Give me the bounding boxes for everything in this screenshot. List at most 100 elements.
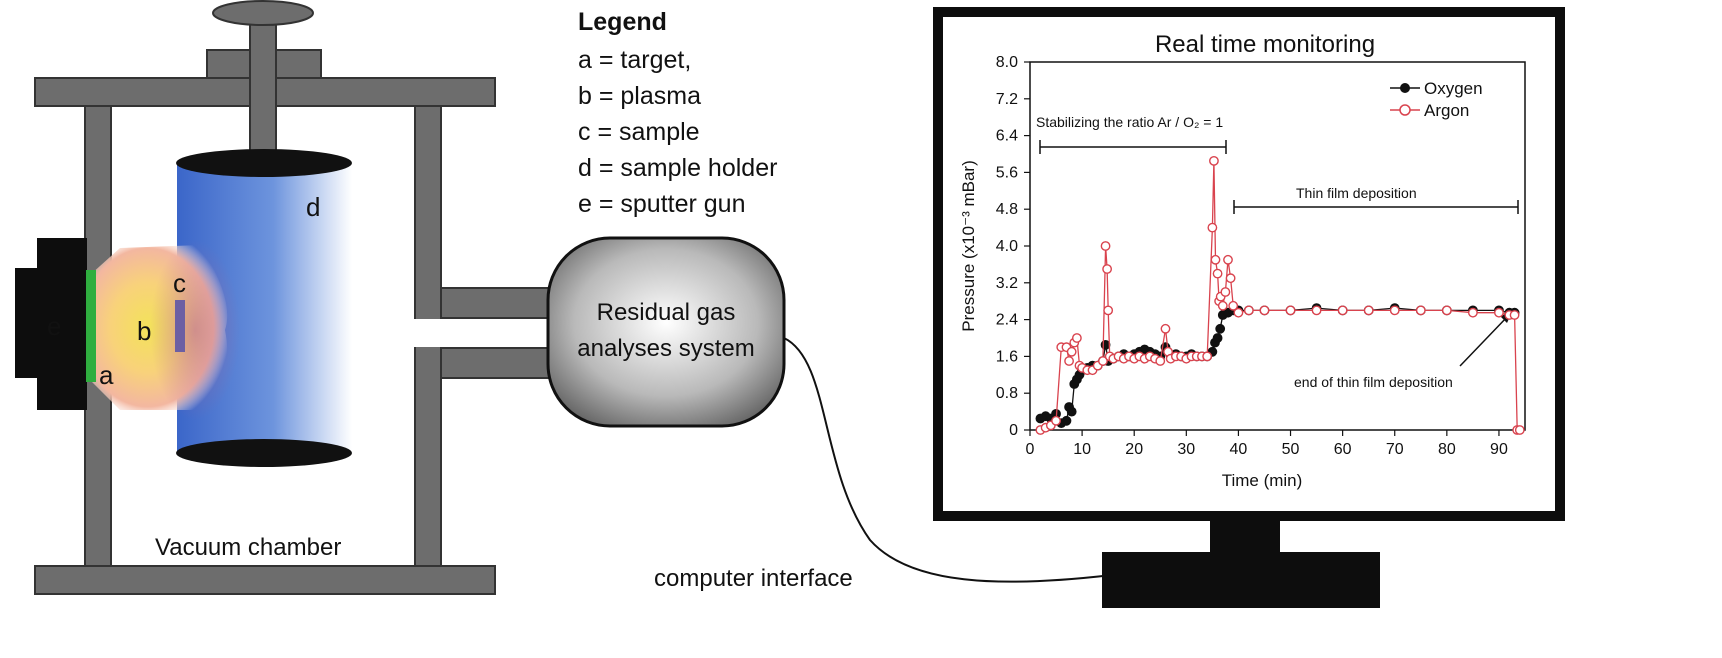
y-tick-label: 6.4	[996, 128, 1018, 145]
sputter-gun	[15, 238, 185, 410]
data-point-oxygen	[1066, 406, 1077, 417]
data-point-argon	[1389, 305, 1400, 316]
y-tick-label: 5.6	[996, 164, 1018, 181]
shaft-knob	[212, 0, 314, 26]
y-tick-label: 0	[1009, 422, 1018, 439]
data-point-argon	[1311, 305, 1322, 316]
data-point-argon	[1228, 300, 1239, 311]
data-point-argon	[1064, 356, 1074, 366]
rga-label-line1: Residual gas	[597, 299, 736, 326]
data-point-argon	[1415, 305, 1426, 316]
data-point-argon	[1051, 415, 1061, 426]
data-point-argon	[1071, 333, 1082, 343]
data-point-argon	[1100, 241, 1111, 251]
x-tick-label: 70	[1386, 441, 1404, 458]
annotation-stabilizing-bracket	[1039, 140, 1227, 154]
data-point-argon	[1102, 264, 1113, 274]
y-tick-label: 0.8	[996, 385, 1018, 402]
sample	[175, 300, 185, 352]
plasma	[90, 240, 240, 420]
data-point-argon	[1225, 273, 1236, 284]
real-time-chart: Real time monitoring 00.81.62.43.24.04.8…	[959, 31, 1526, 490]
monitor-neck	[1210, 516, 1280, 558]
interface-cable	[783, 337, 1113, 583]
x-tick-label: 50	[1282, 441, 1300, 458]
data-point-argon	[1285, 305, 1296, 316]
holder-bottom	[176, 439, 352, 467]
interface-label: computer interface	[654, 565, 853, 592]
data-point-argon	[1363, 305, 1374, 316]
label-e: e	[47, 311, 61, 341]
chamber-caption: Vacuum chamber	[155, 534, 341, 561]
data-point-argon	[1210, 254, 1221, 265]
frame-bottom-bar	[34, 565, 496, 595]
legend-oxygen-marker	[1400, 83, 1410, 93]
data-point-oxygen	[1061, 415, 1072, 426]
port-upper	[440, 287, 552, 319]
plasma-edge	[150, 240, 240, 420]
chart-title: Real time monitoring	[1155, 31, 1375, 58]
legend-item: e = sputter gun	[578, 190, 745, 218]
legend-item: c = sample	[578, 118, 700, 146]
x-tick-label: 20	[1125, 441, 1143, 458]
annotation-deposition-bracket	[1233, 200, 1519, 214]
y-tick-label: 1.6	[996, 348, 1018, 365]
legend-oxygen-label: Oxygen	[1424, 79, 1483, 98]
data-point-argon	[1233, 307, 1244, 318]
shaft	[249, 17, 277, 164]
label-b: b	[137, 316, 151, 346]
y-axis: 00.81.62.43.24.04.85.66.47.28.0	[996, 54, 1030, 439]
data-point-argon	[1160, 323, 1171, 334]
data-point-argon	[1467, 307, 1478, 318]
rga-body	[546, 236, 786, 428]
data-point-argon	[1514, 425, 1525, 435]
x-tick-label: 80	[1438, 441, 1456, 458]
legend-item: a = target,	[578, 46, 691, 74]
y-axis-label: Pressure (x10⁻³ mBar)	[959, 160, 978, 331]
annotation-stabilizing: Stabilizing the ratio Ar / O₂ = 1	[1036, 114, 1223, 130]
port-opening	[413, 319, 453, 347]
data-point-argon	[1066, 346, 1077, 357]
data-point-argon	[1212, 268, 1223, 279]
data-point-argon	[1202, 351, 1213, 362]
data-point-argon	[1209, 155, 1219, 166]
data-point-argon	[1103, 305, 1114, 316]
x-tick-label: 90	[1490, 441, 1508, 458]
data-point-argon	[1509, 310, 1520, 320]
y-tick-label: 8.0	[996, 54, 1018, 71]
legend: Legend a = target, b = plasma c = sample…	[578, 8, 777, 218]
data-point-argon	[1207, 222, 1218, 233]
data-point-argon	[1441, 305, 1452, 316]
data-point-argon	[1223, 254, 1233, 265]
legend-argon-label: Argon	[1424, 101, 1469, 120]
data-point-argon	[1494, 307, 1504, 318]
data-point-argon	[1098, 356, 1108, 366]
data-point-argon	[1337, 305, 1348, 316]
x-axis-label: Time (min)	[1222, 471, 1303, 490]
label-a: a	[99, 360, 114, 390]
data-point-oxygen	[1215, 323, 1226, 334]
rga-label-line2: analyses system	[577, 335, 754, 362]
port-lower	[440, 347, 552, 379]
y-tick-label: 4.8	[996, 201, 1018, 218]
x-tick-label: 0	[1026, 441, 1035, 458]
y-tick-label: 7.2	[996, 91, 1018, 108]
monitor-base	[1102, 552, 1380, 608]
holder-top	[176, 149, 352, 177]
legend-heading: Legend	[578, 8, 667, 36]
x-tick-label: 10	[1073, 441, 1091, 458]
label-c: c	[173, 268, 186, 298]
annotation-end: end of thin film deposition	[1294, 374, 1453, 390]
x-tick-label: 40	[1230, 441, 1248, 458]
series-layer	[1035, 155, 1525, 435]
data-point-argon	[1259, 305, 1270, 316]
data-point-argon	[1155, 356, 1166, 366]
data-point-oxygen	[1212, 333, 1223, 343]
x-tick-label: 30	[1177, 441, 1195, 458]
legend-argon-marker	[1399, 104, 1411, 116]
legend-item: b = plasma	[578, 82, 701, 110]
y-tick-label: 4.0	[996, 238, 1018, 255]
data-point-argon	[1217, 300, 1228, 311]
